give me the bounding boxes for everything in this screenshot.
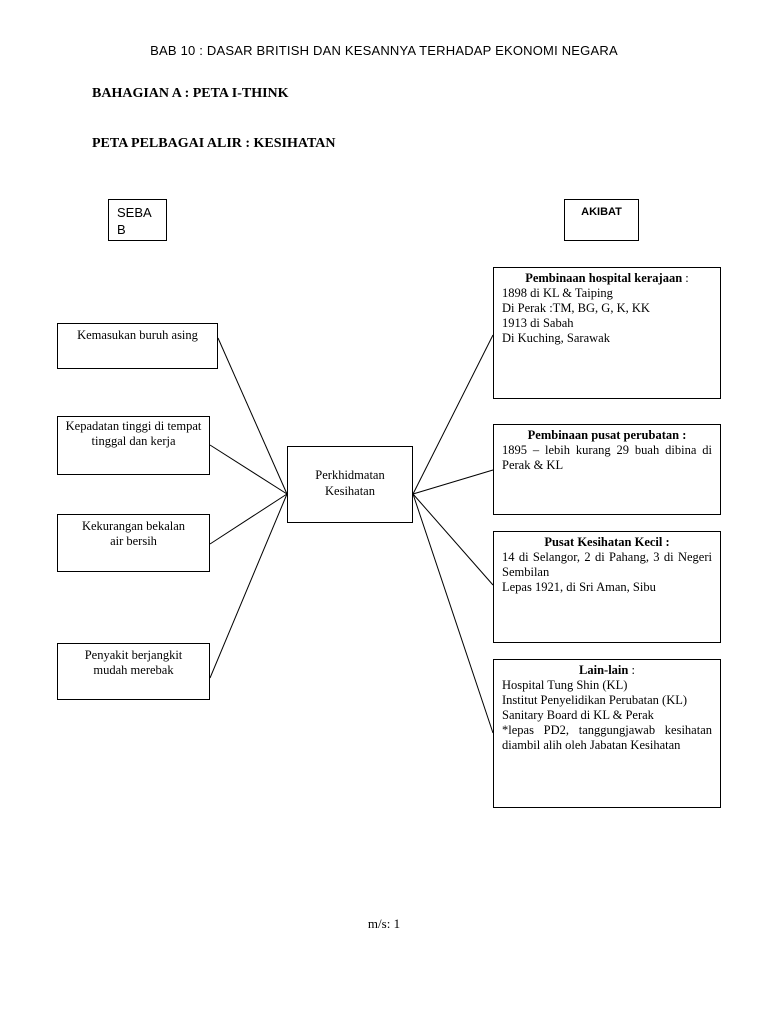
effect-line: Di Perak :TM, BG, G, K, KK bbox=[502, 301, 650, 315]
effect-line: Hospital Tung Shin (KL) bbox=[502, 678, 628, 692]
effect-line: Lepas 1921, di Sri Aman, Sibu bbox=[502, 580, 656, 594]
connector-effect-1 bbox=[412, 334, 494, 495]
center-topic-box: Perkhidmatan Kesihatan bbox=[287, 446, 413, 523]
connector-cause-2 bbox=[209, 444, 288, 495]
connector-cause-3 bbox=[209, 493, 288, 545]
document-title: BAB 10 : DASAR BRITISH DAN KESANNYA TERH… bbox=[150, 43, 618, 58]
page-number: m/s: 1 bbox=[367, 916, 401, 931]
effect-line: 1898 di KL & Taiping bbox=[502, 286, 613, 300]
effect-title: Pusat Kesihatan Kecil : bbox=[502, 535, 712, 550]
effect-title: Pembinaan pusat perubatan : bbox=[502, 428, 712, 443]
cause-box: Kepadatan tinggi di tempat tinggal dan k… bbox=[57, 416, 210, 475]
effect-title-bold: Pusat Kesihatan Kecil : bbox=[544, 535, 670, 549]
effect-line: 1895 – lebih kurang 29 buah dibina di Pe… bbox=[502, 443, 712, 472]
effect-line: Di Kuching, Sarawak bbox=[502, 331, 610, 345]
cause-box: Kekurangan bekalan air bersih bbox=[57, 514, 210, 572]
effect-box: Pembinaan pusat perubatan : 1895 – lebih… bbox=[493, 424, 721, 515]
effect-box: Pusat Kesihatan Kecil : 14 di Selangor, … bbox=[493, 531, 721, 643]
cause-text: Penyakit berjangkit mudah merebak bbox=[84, 648, 183, 677]
cause-box: Kemasukan buruh asing bbox=[57, 323, 218, 369]
connector-effect-3 bbox=[412, 493, 494, 586]
cause-text: Kekurangan bekalan air bersih bbox=[81, 519, 186, 548]
effect-line: Sanitary Board di KL & Perak bbox=[502, 708, 654, 722]
effect-title-suffix: : bbox=[682, 271, 689, 285]
map-title: PETA PELBAGAI ALIR : KESIHATAN bbox=[92, 136, 336, 151]
connector-cause-4 bbox=[209, 493, 288, 679]
effect-box: Lain-lain : Hospital Tung Shin (KL) Inst… bbox=[493, 659, 721, 808]
cause-label: SEBAB bbox=[108, 199, 167, 241]
connector-cause-1 bbox=[217, 337, 288, 495]
effect-line: 14 di Selangor, 2 di Pahang, 3 di Negeri… bbox=[502, 550, 712, 579]
section-heading: BAHAGIAN A : PETA I-THINK bbox=[92, 86, 289, 101]
effect-box: Pembinaan hospital kerajaan : 1898 di KL… bbox=[493, 267, 721, 399]
effect-title: Pembinaan hospital kerajaan : bbox=[502, 271, 712, 286]
center-topic-text: Perkhidmatan Kesihatan bbox=[315, 468, 385, 498]
effect-title: Lain-lain : bbox=[502, 663, 712, 678]
effect-line: *lepas PD2, tanggungjawab kesihatan diam… bbox=[502, 723, 712, 752]
effect-title-suffix: : bbox=[628, 663, 635, 677]
effect-title-bold: Lain-lain bbox=[579, 663, 629, 677]
effect-line: 1913 di Sabah bbox=[502, 316, 574, 330]
effect-label: AKIBAT bbox=[564, 199, 639, 241]
cause-box: Penyakit berjangkit mudah merebak bbox=[57, 643, 210, 700]
connector-effect-2 bbox=[412, 469, 494, 495]
cause-text: Kepadatan tinggi di tempat tinggal dan k… bbox=[65, 419, 202, 448]
cause-text: Kemasukan buruh asing bbox=[77, 328, 198, 342]
connector-effect-4 bbox=[412, 493, 494, 734]
effect-line: Institut Penyelidikan Perubatan (KL) bbox=[502, 693, 688, 707]
effect-title-bold: Pembinaan hospital kerajaan bbox=[525, 271, 683, 285]
effect-title-bold: Pembinaan pusat perubatan : bbox=[527, 428, 687, 442]
